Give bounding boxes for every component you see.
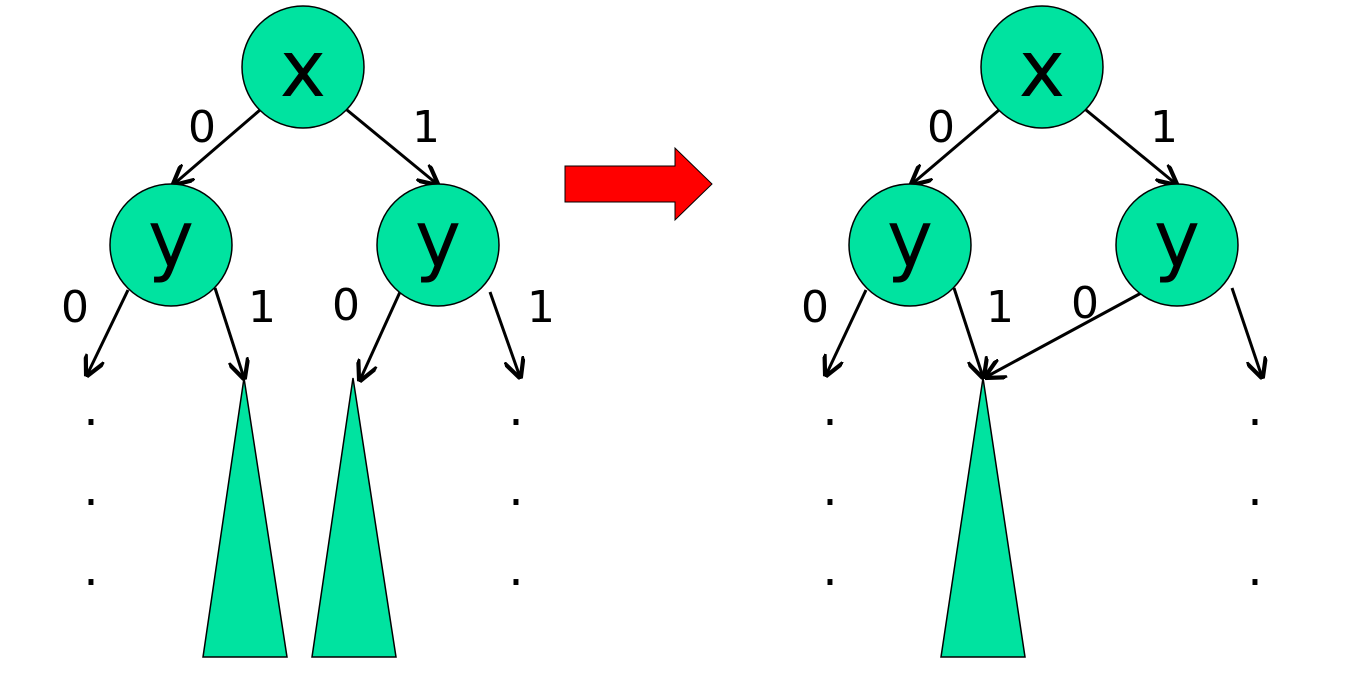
edge-label-lc-right: 1 — [986, 282, 1014, 333]
edge-root-right — [346, 108, 437, 184]
root-node-label: x — [1019, 25, 1065, 115]
edge-lc-right — [213, 287, 244, 378]
ellipsis-dot: . — [508, 461, 523, 517]
edge-root-right — [1085, 108, 1176, 184]
edge-label-rc-right: 1 — [527, 282, 555, 333]
shared-subtree-triangle — [940, 377, 1026, 658]
ellipsis-dot: . — [822, 381, 837, 437]
edge-rc-left — [360, 291, 402, 380]
edge-label-root-left: 0 — [927, 102, 955, 153]
edge-label-root-right: 1 — [412, 102, 440, 153]
right-arrow-icon — [564, 146, 713, 222]
edge-root-left — [912, 108, 1000, 184]
root-node: x — [241, 5, 365, 129]
left-child-node: y — [109, 183, 233, 307]
right-child-node: y — [376, 183, 500, 307]
subtree-triangle — [311, 377, 397, 658]
right-child-node: y — [1115, 183, 1239, 307]
ellipsis-dot: . — [1247, 381, 1262, 437]
left-child-label: y — [887, 195, 933, 285]
edge-root-left — [174, 108, 261, 184]
edge-label-lc-left: 0 — [801, 282, 829, 333]
subtree-triangle — [202, 377, 288, 658]
ellipsis-dot: . — [508, 381, 523, 437]
edge-lc-right — [952, 287, 983, 377]
left-diagram: x y y 0 1 0 1 0 1 . . . . . . — [61, 5, 555, 658]
right-child-label: y — [1154, 195, 1200, 285]
ellipsis-dot: . — [822, 461, 837, 517]
root-node-label: x — [280, 25, 326, 115]
ellipsis-dot: . — [83, 461, 98, 517]
ellipsis-dot: . — [83, 381, 98, 437]
edge-label-rc-left: 0 — [1071, 278, 1099, 329]
edge-label-root-right: 1 — [1150, 102, 1178, 153]
left-child-label: y — [148, 195, 194, 285]
edge-rc-left — [986, 290, 1144, 377]
edge-rc-right — [488, 291, 520, 377]
root-node: x — [980, 5, 1104, 129]
ellipsis-dot: . — [508, 541, 523, 597]
left-child-node: y — [848, 183, 972, 307]
right-diagram: x y y 0 1 0 1 0 . . . . . . — [801, 5, 1263, 658]
ellipsis-dot: . — [1247, 461, 1262, 517]
edge-label-lc-left: 0 — [61, 282, 89, 333]
edge-label-lc-right: 1 — [248, 282, 276, 333]
edge-rc-right — [1230, 287, 1262, 377]
ellipsis-dot: . — [822, 541, 837, 597]
ellipsis-dot: . — [83, 541, 98, 597]
edge-label-rc-left: 0 — [332, 280, 360, 331]
right-child-label: y — [415, 195, 461, 285]
edge-label-root-left: 0 — [188, 102, 216, 153]
edge-lc-left — [87, 289, 130, 375]
ellipsis-dot: . — [1247, 541, 1262, 597]
edge-lc-left — [826, 289, 868, 375]
